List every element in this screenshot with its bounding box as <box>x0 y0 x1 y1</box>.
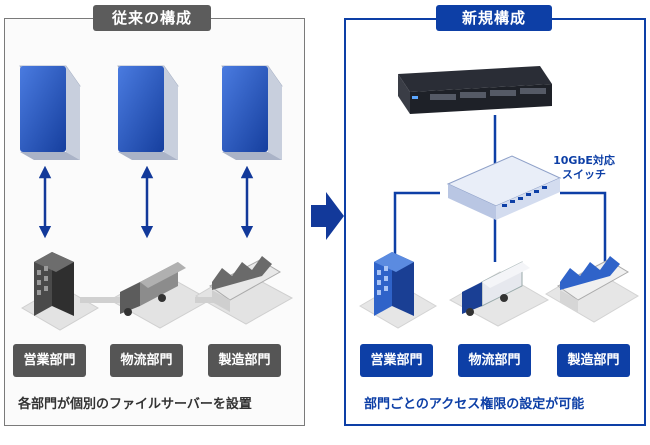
network-cables <box>393 115 607 262</box>
new-caption: 部門ごとのアクセス権限の設定が可能 <box>364 397 585 412</box>
dept-badge-sales-new: 営業部門 <box>360 344 433 377</box>
switch-label-line1: 10GbE対応 <box>553 154 615 167</box>
switch-label: 10GbE対応 スイッチ <box>548 154 620 182</box>
server-tower-icon-logistics <box>117 65 179 160</box>
dept-badge-manufacturing-new: 製造部門 <box>557 344 630 377</box>
dept-badge-sales-legacy: 営業部門 <box>13 344 86 377</box>
factory-icon-new <box>557 256 629 312</box>
dept-badge-logistics-new: 物流部門 <box>458 344 531 377</box>
nas-rack-server-icon <box>398 66 552 114</box>
legacy-caption: 各部門が個別のファイルサーバーを設置 <box>18 397 252 412</box>
dept-badge-logistics-legacy: 物流部門 <box>110 344 183 377</box>
delivery-truck-icon-new <box>462 261 530 316</box>
office-building-icon-new <box>374 252 414 316</box>
dept-badge-manufacturing-legacy: 製造部門 <box>208 344 281 377</box>
legacy-config-title: 従来の構成 <box>93 5 211 31</box>
office-building-icon-legacy <box>34 252 74 316</box>
server-tower-icon-manufacturing <box>221 65 283 160</box>
network-switch-icon <box>446 155 562 220</box>
transition-arrow-icon <box>311 192 344 240</box>
factory-icon-legacy <box>209 256 281 312</box>
switch-label-line2: スイッチ <box>562 168 606 181</box>
new-config-title: 新規構成 <box>436 5 552 31</box>
server-tower-icon-sales <box>19 65 81 160</box>
delivery-truck-icon-legacy <box>120 262 186 316</box>
